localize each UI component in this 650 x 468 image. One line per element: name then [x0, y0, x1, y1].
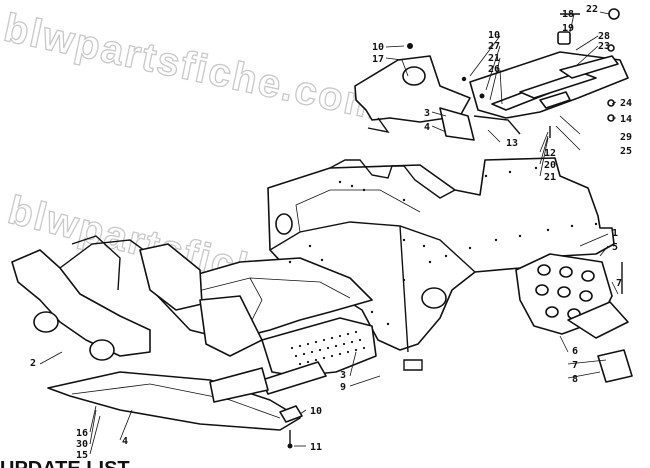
callout-7a: 7	[616, 278, 622, 289]
callout-3b: 3	[340, 370, 346, 381]
callout-7b: 7	[572, 360, 578, 371]
callout-20: 20	[544, 160, 556, 171]
callout-2: 2	[30, 358, 36, 369]
callout-14: 14	[620, 114, 632, 125]
callout-23: 28	[598, 31, 610, 42]
callout-10b: 10	[488, 30, 500, 41]
callout-6: 6	[572, 346, 578, 357]
callout-4a: 4	[424, 122, 430, 133]
watermark-top: blwpartsfiche.com	[0, 6, 386, 129]
callout-numbers: 10 17 3 4 13 18 19 22 10 27 21 26 28 23 …	[30, 4, 632, 461]
engine-mount-assembly	[354, 55, 521, 141]
callout-22: 22	[586, 4, 598, 15]
callout-27: 27	[488, 41, 500, 52]
callout-3a: 3	[424, 108, 430, 119]
callout-9: 9	[340, 382, 346, 393]
callout-18: 18	[562, 9, 574, 20]
callout-21b: 21	[544, 172, 556, 183]
callout-28: 23	[598, 41, 610, 52]
callout-5: 5	[612, 242, 618, 253]
callout-21a: 21	[488, 53, 500, 64]
main-frame	[11, 157, 615, 431]
callout-17: 17	[372, 54, 384, 65]
callout-19: 19	[562, 23, 574, 34]
title-fragment: UPDATE LIST	[0, 458, 130, 468]
leader-lines	[39, 11, 619, 455]
callout-13: 13	[506, 138, 518, 149]
callout-26: 26	[488, 64, 500, 75]
callout-30: 30	[76, 439, 88, 450]
callout-1: 1	[612, 228, 618, 239]
callout-8: 8	[572, 374, 578, 385]
rear-plate	[515, 253, 633, 383]
callout-15: 15	[76, 450, 88, 461]
callout-10c: 10	[310, 406, 322, 417]
running-board	[469, 51, 629, 119]
rear-plate-holes	[535, 264, 595, 320]
callout-16: 16	[76, 428, 88, 439]
callout-12: 12	[544, 148, 556, 159]
callout-10a: 10	[372, 42, 384, 53]
callout-25: 25	[620, 146, 632, 157]
frame-rivets	[288, 166, 598, 326]
bellypan-holes	[290, 330, 366, 366]
callout-11: 11	[310, 442, 322, 453]
callout-29: 29	[620, 132, 632, 143]
callout-4b: 4	[122, 436, 128, 447]
callout-24: 24	[620, 98, 632, 109]
hardware	[279, 8, 623, 449]
